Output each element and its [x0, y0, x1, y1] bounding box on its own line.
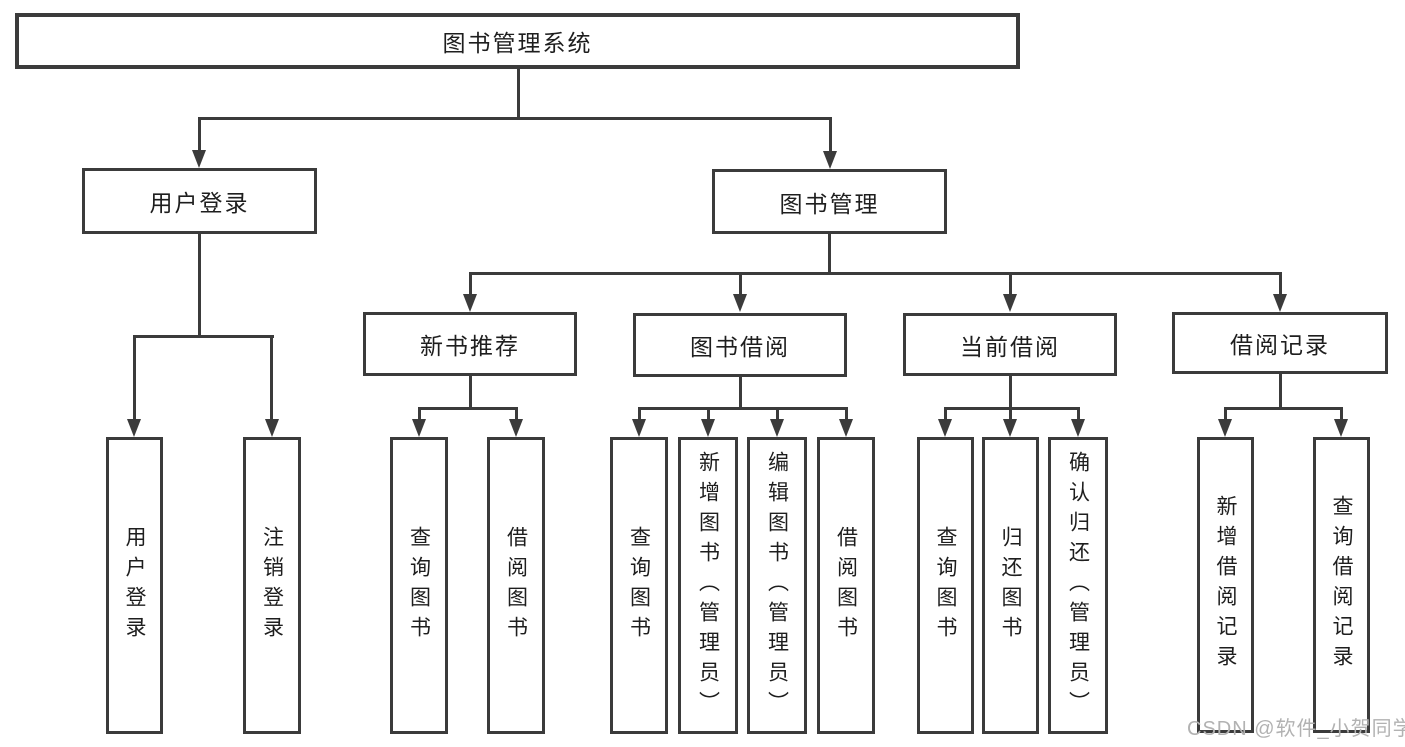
leaf-confirm-return-admin: 确认归还（管理员） — [1048, 437, 1108, 734]
connector-stem — [198, 231, 201, 337]
connector-stem — [1224, 407, 1227, 423]
connector-stem — [776, 407, 779, 423]
connector-stem — [1077, 407, 1080, 423]
connector-bus — [1224, 407, 1342, 410]
node-label: 新书推荐 — [420, 333, 520, 359]
connector-stem — [418, 407, 421, 423]
arrow-down-icon — [938, 419, 952, 437]
node-user-login: 用户登录 — [82, 168, 317, 234]
connector-stem — [944, 407, 947, 423]
leaf-label: 借阅图书 — [834, 525, 858, 646]
arrow-down-icon — [1003, 419, 1017, 437]
connector-bus — [638, 407, 847, 410]
leaf-label: 注销登录 — [260, 525, 284, 646]
node-book-borrowing: 图书借阅 — [633, 313, 847, 377]
connector-stem — [1340, 407, 1343, 423]
connector-stem — [828, 232, 831, 274]
leaf-label: 新增借阅记录 — [1214, 495, 1237, 675]
arrow-down-icon — [839, 419, 853, 437]
leaf-query-books-current: 查询图书 — [917, 437, 974, 734]
node-label: 图书借阅 — [690, 334, 790, 360]
connector-bus — [133, 335, 274, 338]
connector-root-stem — [517, 66, 520, 119]
node-borrowing-records: 借阅记录 — [1172, 312, 1388, 374]
node-current-borrowing: 当前借阅 — [903, 313, 1117, 376]
arrow-down-icon — [1334, 419, 1348, 437]
leaf-query-borrow-record: 查询借阅记录 — [1313, 437, 1370, 733]
connector-stem — [1009, 272, 1012, 298]
leaf-label: 新增图书（管理员） — [696, 450, 720, 721]
leaf-label: 归还图书 — [999, 525, 1022, 646]
leaf-return-books: 归还图书 — [982, 437, 1039, 734]
connector-stem — [739, 375, 742, 409]
leaf-label: 查询图书 — [627, 525, 651, 646]
leaf-add-books-admin: 新增图书（管理员） — [678, 437, 738, 734]
arrow-down-icon — [412, 419, 426, 437]
arrow-down-icon — [127, 419, 141, 437]
leaf-borrow-books: 借阅图书 — [817, 437, 875, 734]
csdn-watermark: CSDN @软件_小贺同学 — [1187, 718, 1405, 740]
connector-stem — [133, 335, 136, 423]
arrow-down-icon — [1273, 294, 1287, 312]
arrow-down-icon — [770, 419, 784, 437]
node-new-book-recommend: 新书推荐 — [363, 312, 577, 376]
leaf-add-borrow-record: 新增借阅记录 — [1197, 437, 1254, 733]
connector-stem — [1009, 375, 1012, 409]
leaf-logout: 注销登录 — [243, 437, 301, 734]
arrow-down-icon — [701, 419, 715, 437]
arrow-down-icon — [733, 294, 747, 312]
connector-stem — [707, 407, 710, 423]
leaf-label: 用户登录 — [123, 525, 146, 646]
node-label: 图书管理 — [779, 190, 880, 217]
node-root-library-system: 图书管理系统 — [15, 13, 1020, 69]
arrow-down-icon — [463, 294, 477, 312]
arrow-down-icon — [1218, 419, 1232, 437]
connector-stem — [1279, 272, 1282, 298]
arrow-down-icon — [192, 150, 206, 168]
connector-stem — [469, 272, 472, 298]
leaf-borrow-books-recommend: 借阅图书 — [487, 437, 545, 734]
connector-stem — [270, 335, 273, 423]
connector-stem — [845, 407, 848, 423]
connector-stem — [1279, 374, 1282, 409]
connector-bus — [418, 407, 517, 410]
leaf-label: 借阅图书 — [504, 525, 528, 646]
arrow-down-icon — [823, 151, 837, 169]
connector-stem — [515, 407, 518, 423]
leaf-query-books-recommend: 查询图书 — [390, 437, 448, 734]
node-book-management: 图书管理 — [712, 169, 947, 234]
arrow-down-icon — [1071, 419, 1085, 437]
arrow-down-icon — [509, 419, 523, 437]
node-label: 当前借阅 — [960, 333, 1060, 360]
connector-stem — [198, 117, 201, 155]
connector-stem — [1009, 407, 1012, 423]
connector-stem — [739, 272, 742, 298]
node-label: 借阅记录 — [1230, 332, 1330, 358]
connector-level3-bus — [469, 272, 1282, 275]
connector-stem — [638, 407, 641, 423]
leaf-label: 查询借阅记录 — [1330, 495, 1353, 675]
leaf-label: 确认归还（管理员） — [1066, 450, 1090, 721]
leaf-label: 查询图书 — [934, 525, 957, 646]
leaf-query-books-borrowing: 查询图书 — [610, 437, 668, 734]
leaf-edit-books-admin: 编辑图书（管理员） — [747, 437, 807, 734]
node-label: 图书管理系统 — [442, 30, 593, 56]
leaf-label: 编辑图书（管理员） — [765, 450, 789, 721]
leaf-label: 查询图书 — [407, 525, 431, 646]
arrow-down-icon — [1003, 294, 1017, 312]
arrow-down-icon — [265, 419, 279, 437]
arrow-down-icon — [632, 419, 646, 437]
connector-stem — [829, 117, 832, 155]
connector-level2-bus — [198, 117, 832, 120]
node-label: 用户登录 — [149, 190, 250, 216]
connector-stem — [469, 374, 472, 409]
leaf-user-login: 用户登录 — [106, 437, 163, 734]
